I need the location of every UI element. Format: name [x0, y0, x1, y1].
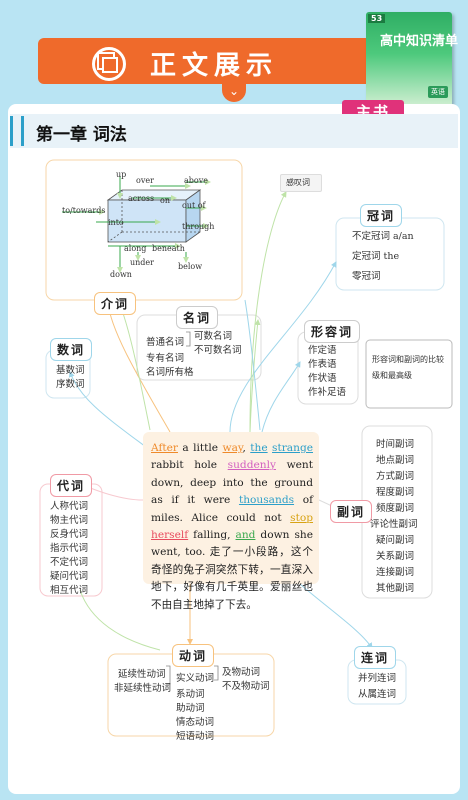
numeral-item: 基数词: [56, 365, 85, 376]
adverb-item: 时间副词: [376, 439, 415, 450]
adverb-item: 其他副词: [376, 583, 415, 594]
pronoun-item: 疑问代词: [50, 571, 89, 582]
chapter-marker: [10, 116, 24, 146]
diagram-label-over: over: [136, 176, 154, 185]
pronoun-item: 指示代词: [50, 543, 89, 554]
book-badge: 53: [368, 14, 386, 23]
verb-item: 助动词: [176, 703, 205, 714]
conjunction-item: 从属连词: [358, 689, 397, 700]
diagram-label-across: across: [128, 194, 155, 203]
adverb-item: 地点副词: [376, 455, 415, 466]
interjection-label: 感叹词: [286, 178, 310, 187]
noun-proper: 专有名词: [146, 353, 185, 364]
comparative-note: 形容词和副词的比较级和最高级: [372, 355, 444, 380]
pronoun-item: 不定代词: [50, 557, 89, 568]
diagram-label-down: down: [110, 270, 132, 279]
conjunction-tag: 连词: [354, 646, 397, 669]
book-title: 高中知识清单: [380, 34, 459, 49]
book-cover: [366, 12, 452, 116]
noun-possessive: 名词所有格: [146, 367, 194, 378]
chapter-title: 第一章 词法: [36, 125, 127, 145]
adverb-item: 方式副词: [376, 471, 415, 482]
article-item-indefinite: 不定冠词 a/an: [352, 231, 414, 242]
diagram-label-along: along: [124, 244, 147, 253]
verb-item: 短语动词: [176, 731, 215, 742]
verb-intransitive: 不及物动词: [222, 681, 270, 692]
verb-continuative: 延续性动词: [118, 669, 166, 680]
adjective-item: 作状语: [308, 373, 337, 384]
pronoun-item: 物主代词: [50, 515, 89, 526]
adverb-tag: 副词: [330, 500, 373, 523]
adjective-item: 作表语: [308, 359, 337, 370]
diagram-label-beneath: beneath: [152, 244, 185, 253]
verb-transitive: 及物动词: [222, 667, 261, 678]
diagram-label-above: above: [184, 176, 208, 185]
pronoun-tag: 代词: [50, 474, 93, 497]
noun-tag: 名词: [176, 306, 219, 329]
diagram-label-out-of: out of: [182, 201, 206, 210]
noun-countable: 可数名词: [194, 331, 233, 342]
article-tag: 冠词: [360, 204, 403, 227]
copy-icon: [92, 47, 126, 81]
adjective-item: 作定语: [308, 345, 337, 356]
book-subject: 英语: [428, 86, 448, 98]
section-title: 正文展示: [150, 51, 279, 81]
diagram-label-into: into: [108, 218, 124, 227]
adverb-item: 程度副词: [376, 487, 415, 498]
preposition-tag: 介词: [94, 292, 137, 315]
adjective-item: 作补足语: [308, 387, 347, 398]
passage-box: [143, 432, 319, 584]
numeral-item: 序数词: [56, 379, 85, 390]
article-item-definite: 定冠词 the: [352, 251, 400, 262]
verb-noncontinuative: 非延续性动词: [114, 683, 172, 694]
conjunction-item: 并列连词: [358, 673, 397, 684]
passage-text: After a little way, the strange rabbit h…: [151, 442, 313, 611]
chapter-bar: [10, 114, 458, 148]
diagram-label-on: on: [160, 196, 170, 205]
article-item-zero: 零冠词: [352, 271, 381, 282]
noun-common: 普通名词: [146, 337, 185, 348]
adverb-item: 连接副词: [376, 567, 415, 578]
pronoun-item: 相互代词: [50, 585, 89, 596]
diagram-label-up: up: [116, 170, 127, 179]
verb-item: 情态动词: [176, 717, 215, 728]
pronoun-item: 人称代词: [50, 501, 89, 512]
diagram-label-below: below: [178, 262, 203, 271]
numeral-tag: 数词: [50, 338, 93, 361]
pronoun-item: 反身代词: [50, 529, 89, 540]
adverb-item: 疑问副词: [376, 535, 415, 546]
diagram-label-through: through: [182, 222, 215, 231]
verb-notional: 实义动词: [176, 673, 215, 684]
adverb-item: 频度副词: [376, 503, 415, 514]
verb-tag: 动词: [172, 644, 215, 667]
diagram-label-under: under: [130, 258, 154, 267]
verb-item: 系动词: [176, 689, 205, 700]
adverb-item: 评论性副词: [370, 519, 418, 530]
interjection-box: [280, 174, 322, 192]
adjective-tag: 形容词: [304, 320, 361, 343]
adverb-item: 关系副词: [376, 551, 415, 562]
chevron-down-icon: ⌄: [222, 82, 246, 102]
diagram-label-to-towards: to/towards: [62, 206, 106, 215]
noun-uncountable: 不可数名词: [194, 345, 242, 356]
